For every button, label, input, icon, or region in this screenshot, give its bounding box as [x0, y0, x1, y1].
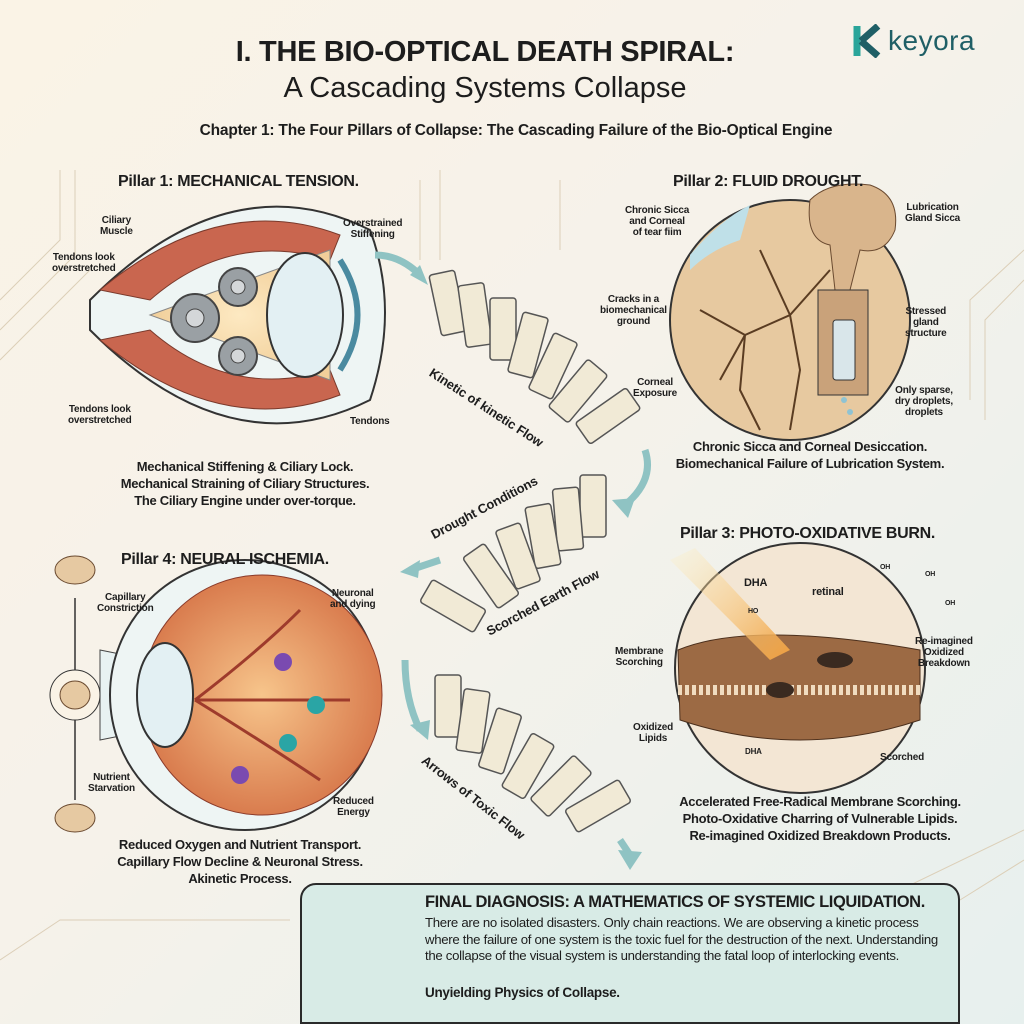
pillar1-eye-illustration	[89, 205, 386, 425]
brain-icon	[54, 803, 96, 833]
pillar4-title: Pillar 4: NEURAL ISCHEMIA.	[121, 551, 329, 568]
circuit-decoration	[0, 170, 1024, 961]
label-capillary-constriction: Capillary Constriction	[97, 592, 154, 614]
label-oxidized-breakdown: Re-imagined Oxidized Breakdown	[915, 636, 973, 669]
molecule-dha-blob: DHA	[745, 747, 762, 756]
caption-line: Re-imagined Oxidized Breakdown Products.	[689, 828, 951, 843]
label-ciliary-muscle: Ciliary Muscle	[100, 215, 133, 237]
molecule-retinal: retinal	[812, 586, 844, 598]
molecule-ho: HO	[748, 608, 759, 615]
label-tendons: Tendons	[350, 416, 390, 427]
caption-line: Photo-Oxidative Charring of Vulnerable L…	[682, 811, 958, 826]
pillar1-title: Pillar 1: MECHANICAL TENSION.	[118, 173, 359, 190]
caption-line: Mechanical Stiffening & Ciliary Lock.	[136, 459, 354, 474]
label-tendons-bottom: Tendons look overstretched	[68, 404, 132, 426]
title-line2: A Cascading Systems Collapse	[283, 72, 687, 104]
pillar4-retina-illustration	[49, 555, 383, 833]
label-stressed-gland: Stressed gland structure	[905, 306, 947, 339]
molecule-oh3: OH	[945, 600, 956, 607]
pillar2-title: Pillar 2: FLUID DROUGHT.	[673, 173, 864, 190]
chapter-heading: Chapter 1: The Four Pillars of Collapse:…	[199, 122, 833, 139]
logo-text: keyora	[888, 25, 976, 56]
label-tear-film: Chronic Sicca and Corneal of tear fiim	[625, 205, 690, 238]
final-title: FINAL DIAGNOSIS: A MATHEMATICS OF SYSTEM…	[425, 893, 925, 911]
molecule-oh2: OH	[925, 571, 936, 578]
caption-line: The Ciliary Engine under over-torque.	[134, 493, 356, 508]
label-neuronal-dying: Neuronal and dying	[330, 588, 376, 610]
keyora-logo: keyora	[852, 24, 975, 58]
pillar3-membrane-illustration	[670, 542, 926, 794]
pillar2-caption: Chronic Sicca and Corneal Desiccation. Bi…	[660, 438, 960, 472]
caption-line: Accelerated Free-Radical Membrane Scorch…	[679, 794, 961, 809]
label-corneal-exposure: Corneal Exposure	[633, 377, 677, 399]
final-body: There are no isolated disasters. Only ch…	[425, 915, 938, 963]
molecule-oh1: OH	[880, 564, 891, 571]
label-droplets: Only sparse, dry droplets, droplets	[895, 385, 953, 418]
label-gland-sicca: Lubrication Gland Sicca	[905, 202, 961, 224]
final-tagline: Unyielding Physics of Collapse.	[425, 985, 620, 1000]
label-reduced-energy: Reduced Energy	[333, 796, 374, 818]
title-line1: I. THE BIO-OPTICAL DEATH SPIRAL:	[235, 36, 735, 68]
molecule-dha: DHA	[744, 577, 768, 589]
caption-line: Reduced Oxygen and Nutrient Transport.	[118, 837, 362, 852]
pillar3-title: Pillar 3: PHOTO-OXIDATIVE BURN.	[680, 525, 936, 542]
label-scorched: Scorched	[880, 752, 924, 763]
caption-line: Akinetic Process.	[188, 871, 292, 886]
label-membrane-scorching: Membrane Scorching	[615, 646, 664, 668]
label-nutrient-starvation: Nutrient Starvation	[88, 772, 135, 794]
label-overstrained: Overstrained Stiffening	[343, 218, 403, 240]
pillar3-caption: Accelerated Free-Radical Membrane Scorch…	[660, 793, 980, 844]
label-tendons-top: Tendons look overstretched	[52, 252, 116, 274]
final-diagnosis-box: FINAL DIAGNOSIS: A MATHEMATICS OF SYSTEM…	[300, 883, 960, 1024]
caption-line: Mechanical Straining of Ciliary Structur…	[120, 476, 370, 491]
pillar1-caption: Mechanical Stiffening & Ciliary Lock. Mec…	[95, 458, 395, 509]
domino-chains	[420, 269, 641, 833]
label-oxidized-lipids: Oxidized Lipids	[633, 722, 674, 744]
pillar4-caption: Reduced Oxygen and Nutrient Transport. Ca…	[90, 836, 390, 887]
pillar2-cracked-cornea-illustration	[669, 183, 911, 441]
caption-line: Capillary Flow Decline & Neuronal Stress…	[117, 854, 363, 869]
label-cracks: Cracks in a biomechanical ground	[600, 294, 667, 327]
caption-line: Biomechanical Failure of Lubrication Sys…	[675, 456, 945, 471]
keyora-logo-icon	[853, 24, 881, 58]
brain-icon	[54, 555, 96, 585]
caption-line: Chronic Sicca and Corneal Desiccation.	[692, 439, 928, 454]
